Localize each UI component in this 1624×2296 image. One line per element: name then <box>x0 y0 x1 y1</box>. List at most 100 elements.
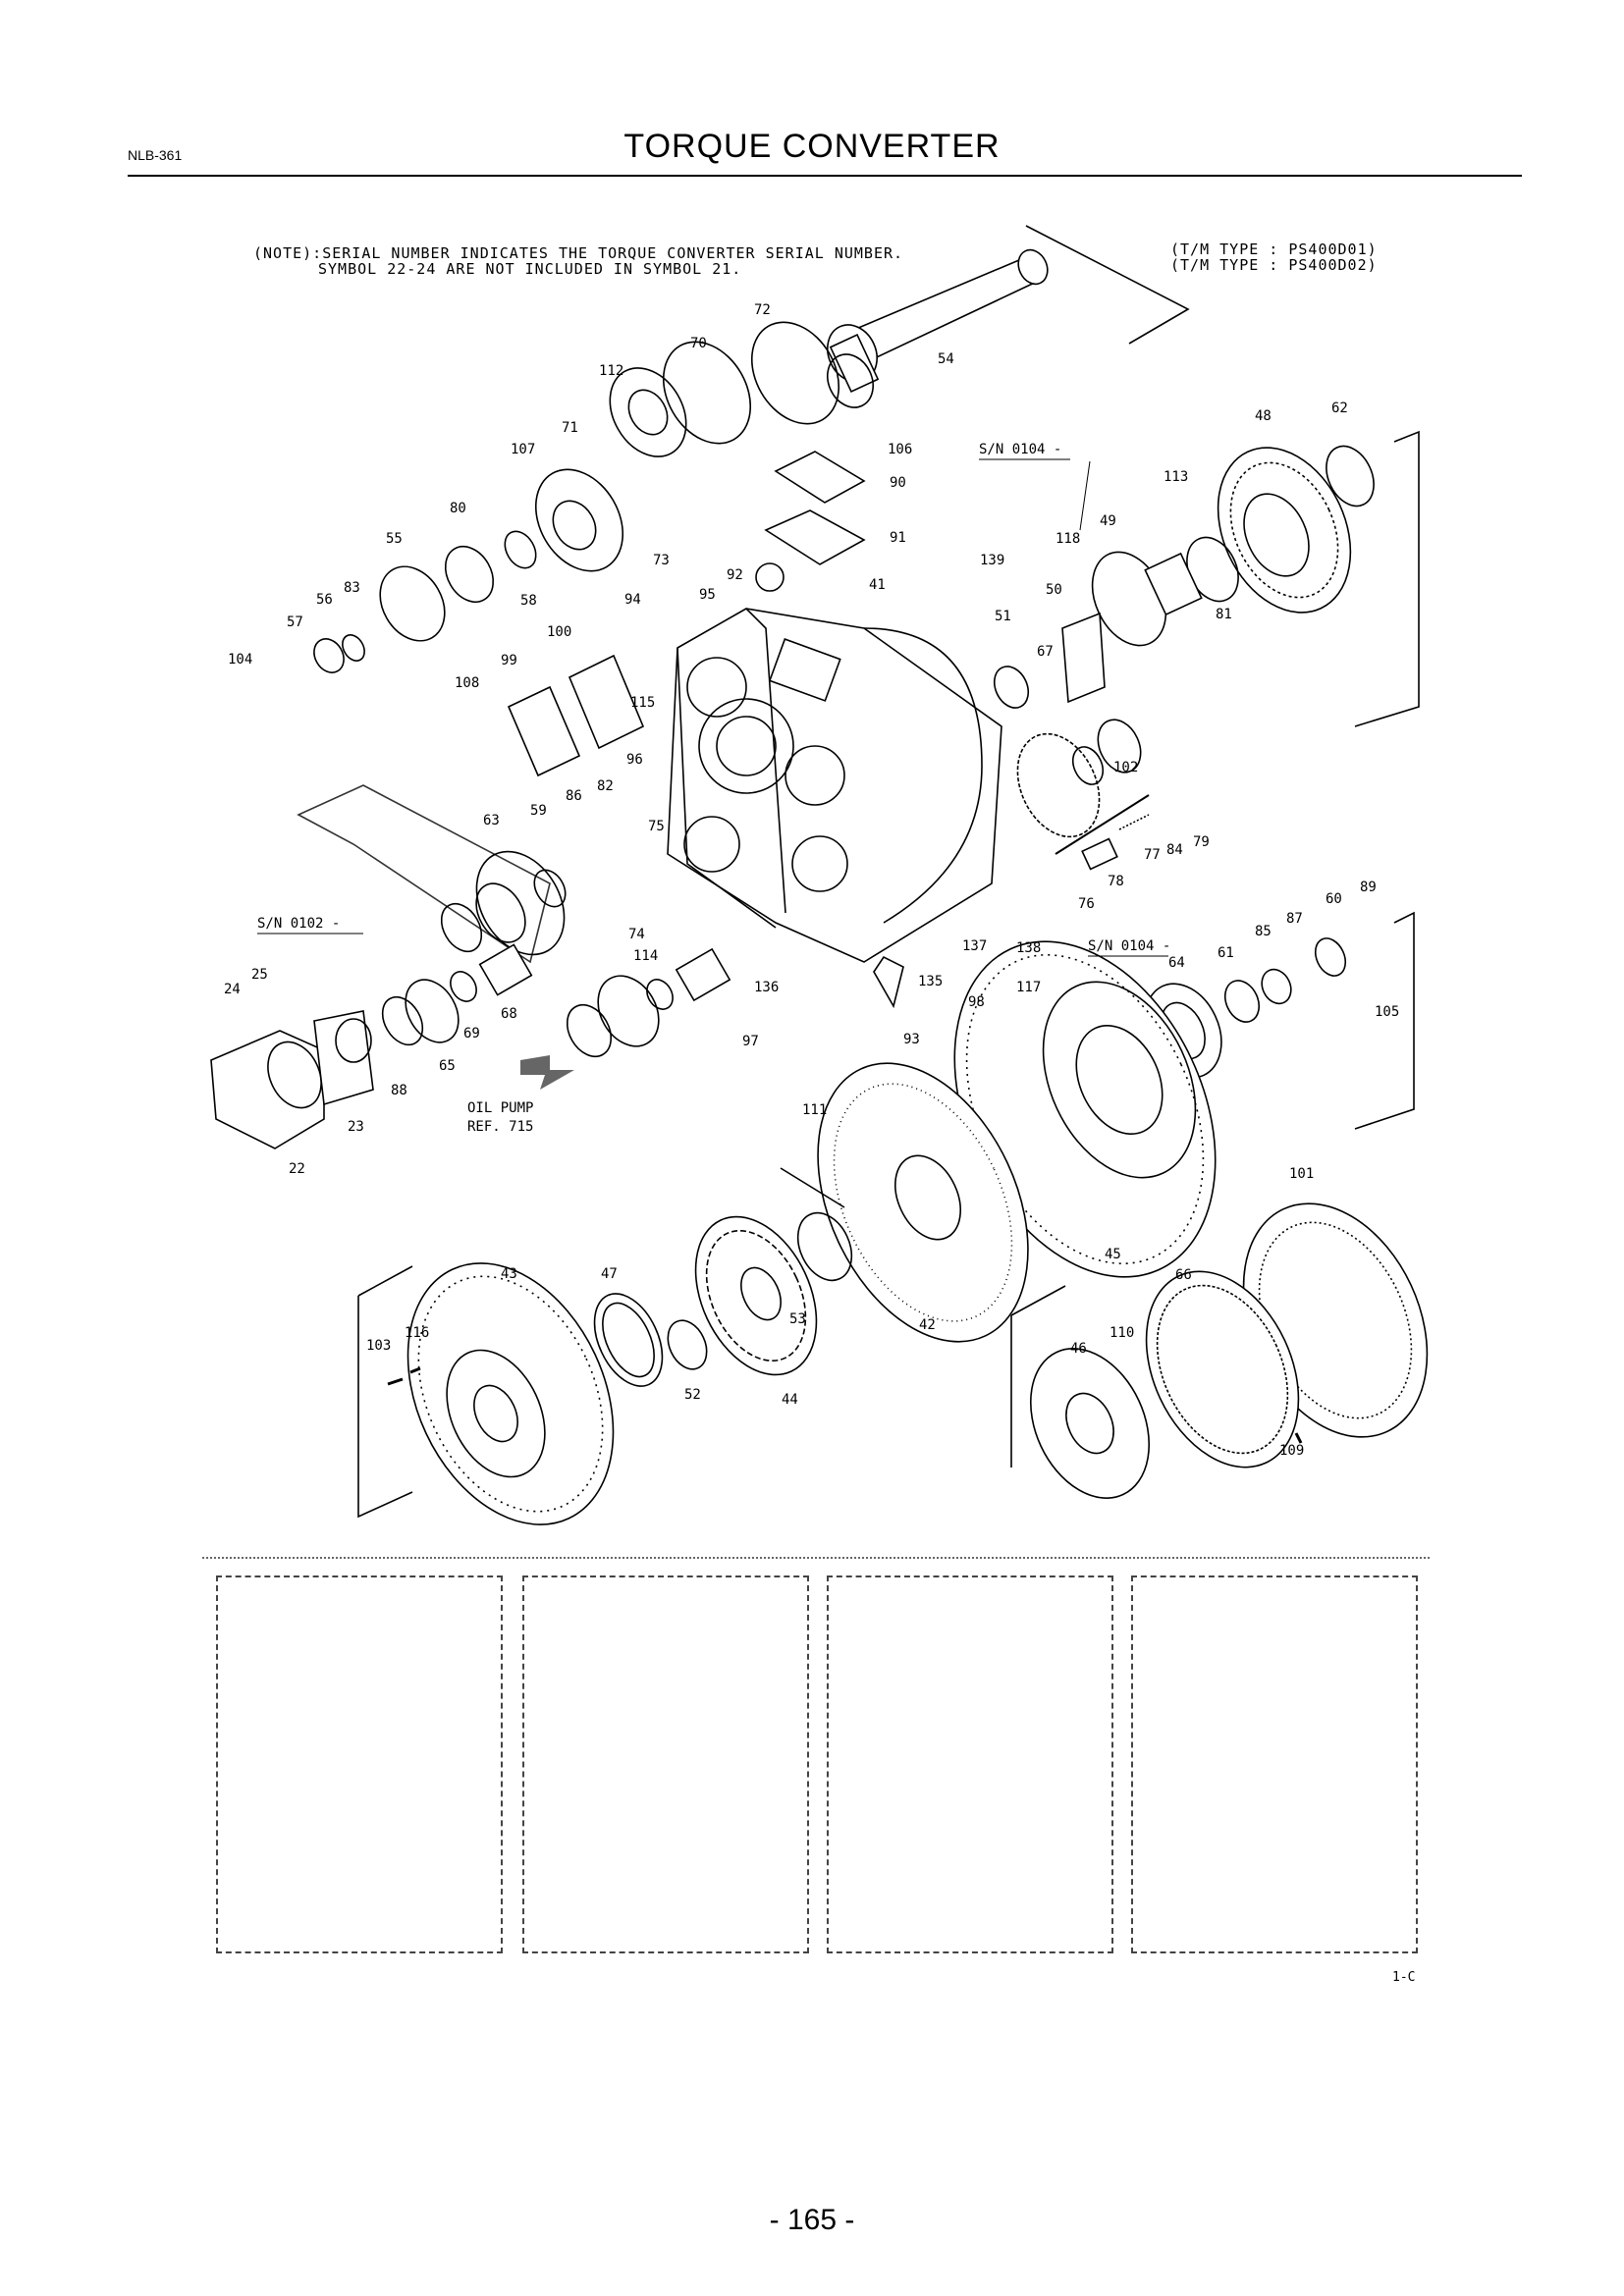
label-56: 56 <box>316 592 333 608</box>
label-86: 86 <box>566 788 582 804</box>
label-113: 113 <box>1164 469 1188 485</box>
label-70: 70 <box>690 336 707 351</box>
label-69: 69 <box>463 1026 480 1041</box>
label-75: 75 <box>648 819 665 834</box>
label-48: 48 <box>1255 408 1272 424</box>
label-89: 89 <box>1360 880 1377 895</box>
label-23: 23 <box>348 1119 364 1135</box>
front-cover-drawing <box>357 1262 664 1525</box>
label-112: 112 <box>599 363 623 379</box>
label-139: 139 <box>980 553 1004 568</box>
label-77: 77 <box>1144 847 1161 863</box>
label-52: 52 <box>684 1387 701 1403</box>
label-49: 49 <box>1100 513 1116 529</box>
page-number: - 165 - <box>769 2204 855 2236</box>
oil-pump-label: OIL PUMP <box>467 1100 533 1116</box>
label-85: 85 <box>1255 924 1272 939</box>
label-102: 102 <box>1113 760 1138 775</box>
label-100: 100 <box>547 624 571 640</box>
ring-gear-group-drawing <box>1010 1202 1429 1499</box>
label-105: 105 <box>1375 1004 1399 1020</box>
label-94: 94 <box>624 592 641 608</box>
label-55: 55 <box>386 531 403 547</box>
label-108: 108 <box>455 675 479 691</box>
label-115: 115 <box>630 695 655 711</box>
label-24: 24 <box>224 982 241 997</box>
label-110: 110 <box>1110 1325 1134 1341</box>
label-64: 64 <box>1168 955 1185 971</box>
label-74: 74 <box>628 927 645 942</box>
label-25: 25 <box>251 967 268 983</box>
label-41: 41 <box>869 577 886 593</box>
notes-box-3 <box>827 1575 1113 1953</box>
label-71: 71 <box>562 420 578 436</box>
label-82: 82 <box>597 778 614 794</box>
label-96: 96 <box>626 752 643 768</box>
left-group-drawing <box>297 321 840 964</box>
label-117: 117 <box>1016 980 1041 995</box>
serial-callout-0102: S/N 0102 - <box>257 916 340 932</box>
tm-type-1: (T/M TYPE : PS400D01) <box>1170 240 1378 258</box>
label-138: 138 <box>1016 940 1041 956</box>
header-rule <box>128 175 1522 177</box>
label-73: 73 <box>653 553 670 568</box>
impeller-drawing <box>780 1062 1029 1343</box>
label-104: 104 <box>228 652 252 667</box>
label-45: 45 <box>1105 1247 1121 1262</box>
label-61: 61 <box>1218 945 1234 961</box>
label-83: 83 <box>344 580 360 596</box>
exploded-parts-diagram: 22 23 24 25 41 42 43 44 45 46 47 48 49 5… <box>210 225 1429 1525</box>
label-81: 81 <box>1216 607 1232 622</box>
label-103: 103 <box>366 1338 391 1354</box>
label-101: 101 <box>1289 1166 1314 1182</box>
label-62: 62 <box>1331 400 1348 416</box>
sheet-code: 1-C <box>1392 1970 1416 1985</box>
label-137: 137 <box>962 938 987 954</box>
page-title: TORQUE CONVERTER <box>623 128 1001 165</box>
label-109: 109 <box>1279 1443 1304 1459</box>
label-67: 67 <box>1037 644 1054 660</box>
label-53: 53 <box>789 1311 806 1327</box>
label-114: 114 <box>633 948 658 964</box>
serial-note-line1: (NOTE):SERIAL NUMBER INDICATES THE TORQU… <box>253 244 904 262</box>
label-60: 60 <box>1326 891 1342 907</box>
part-number-labels: 22 23 24 25 41 42 43 44 45 46 47 48 49 5… <box>224 302 1399 1459</box>
label-59: 59 <box>530 803 547 819</box>
label-63: 63 <box>483 813 500 828</box>
label-65: 65 <box>439 1058 456 1074</box>
label-43: 43 <box>501 1266 517 1282</box>
input-shaft-drawing <box>827 225 1190 408</box>
cover-plates-drawing <box>755 451 866 592</box>
label-68: 68 <box>501 1006 517 1022</box>
housing-drawing <box>667 608 1002 963</box>
label-136: 136 <box>754 980 779 995</box>
label-87: 87 <box>1286 911 1303 927</box>
label-47: 47 <box>601 1266 618 1282</box>
label-80: 80 <box>450 501 466 516</box>
label-78: 78 <box>1108 874 1124 889</box>
serial-callout-0104-upper: S/N 0104 - <box>979 442 1061 457</box>
label-84: 84 <box>1166 842 1183 858</box>
label-97: 97 <box>742 1034 759 1049</box>
label-92: 92 <box>727 567 743 583</box>
pump-group-drawing <box>210 943 731 1149</box>
label-42: 42 <box>919 1317 936 1333</box>
serial-callout-0104-lower: S/N 0104 - <box>1088 938 1170 954</box>
label-111: 111 <box>802 1102 827 1118</box>
label-93: 93 <box>903 1032 920 1047</box>
label-116: 116 <box>405 1325 429 1341</box>
label-50: 50 <box>1046 582 1062 598</box>
label-44: 44 <box>782 1392 798 1408</box>
label-72: 72 <box>754 302 771 318</box>
right-upper-gears-drawing <box>993 430 1420 838</box>
label-95: 95 <box>699 587 716 603</box>
notes-box-4 <box>1131 1575 1418 1953</box>
label-135: 135 <box>918 974 943 989</box>
label-76: 76 <box>1078 896 1095 912</box>
section-divider <box>202 1557 1430 1559</box>
turbine-drawing <box>667 1215 818 1376</box>
label-91: 91 <box>890 530 906 546</box>
label-88: 88 <box>391 1083 407 1098</box>
label-118: 118 <box>1056 531 1080 547</box>
oil-pump-ref-label: REF. 715 <box>467 1119 533 1135</box>
